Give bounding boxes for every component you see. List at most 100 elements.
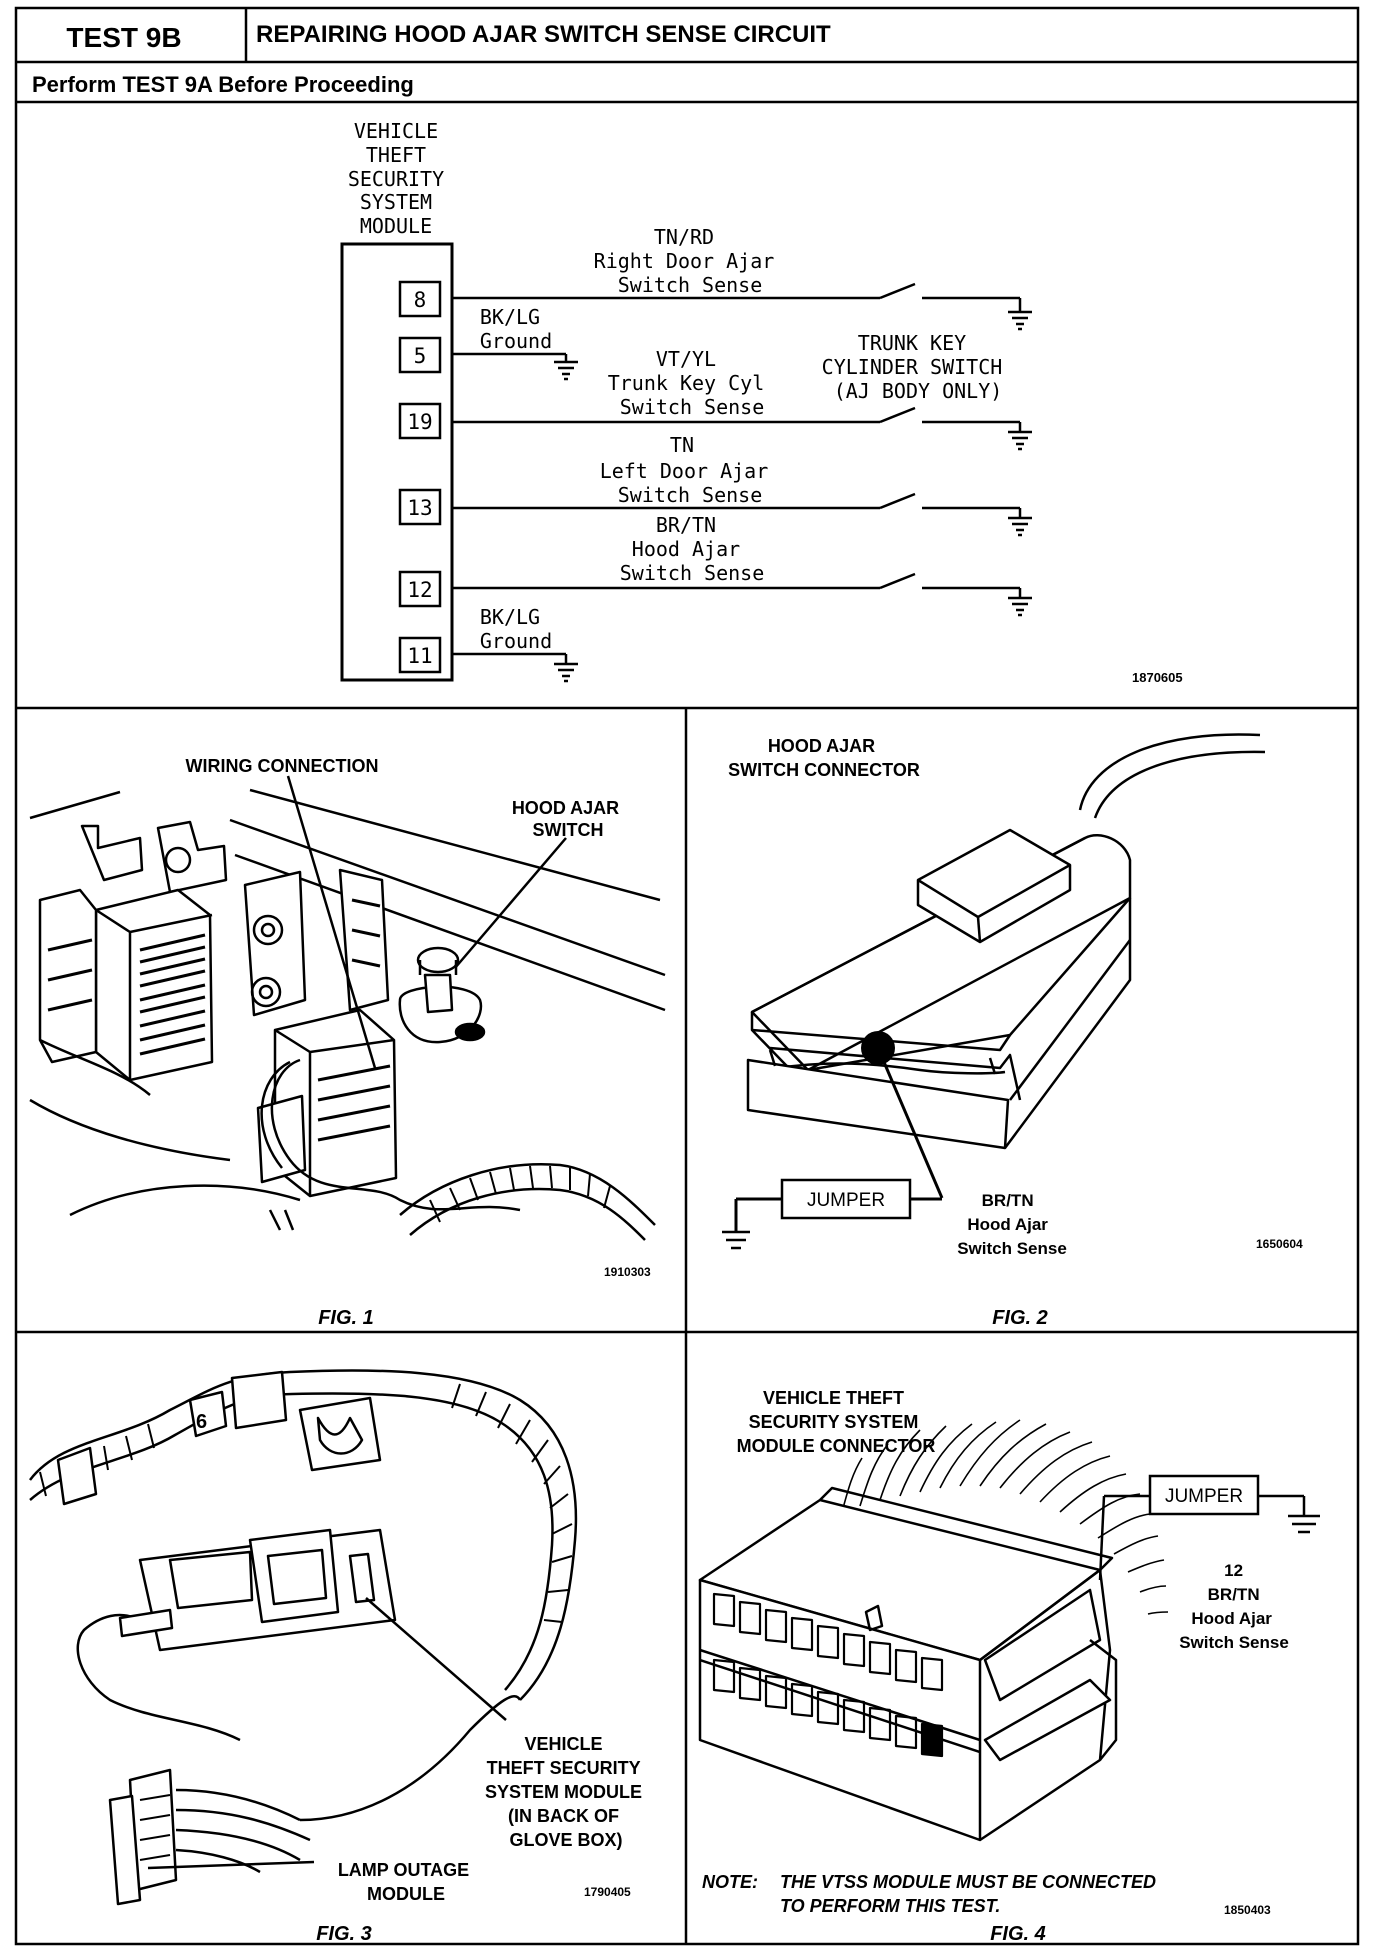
label-line: SWITCH: [533, 820, 604, 840]
fig3-ref: 1790405: [584, 1885, 631, 1899]
module-label-line: MODULE: [360, 214, 432, 238]
label-line: HOOD AJAR: [768, 736, 875, 756]
pin-number: 12: [407, 578, 432, 602]
right-door-label: TN/RD Right Door Ajar Switch Sense: [594, 225, 787, 297]
label-line: LAMP OUTAGE: [338, 1860, 469, 1880]
label-line: Switch Sense: [957, 1239, 1067, 1258]
module-connector-drawing: [698, 1419, 1169, 1842]
wire-label: 12 BR/TN Hood Ajar Switch Sense: [1179, 1561, 1289, 1652]
leader-line: [365, 1597, 507, 1721]
ground-top-label: BK/LG Ground: [480, 305, 552, 353]
lamp-outage-label: LAMP OUTAGE MODULE: [338, 1860, 474, 1904]
module-label-line: SECURITY: [348, 167, 444, 191]
label-line: (AJ BODY ONLY): [834, 379, 1003, 403]
label-line: TN/RD: [654, 225, 714, 249]
note-line: THE VTSS MODULE MUST BE CONNECTED: [780, 1872, 1156, 1892]
pin-8: 8: [398, 280, 442, 318]
label-line: VT/YL: [656, 347, 716, 371]
jumper-box: [780, 1178, 912, 1220]
fig4-ref: 1850403: [1224, 1903, 1271, 1917]
ground-bottom-label: BK/LG Ground: [480, 605, 552, 653]
note-line: TO PERFORM THIS TEST.: [780, 1896, 1000, 1916]
page-title: REPAIRING HOOD AJAR SWITCH SENSE CIRCUIT: [256, 21, 831, 48]
pin-number: 8: [414, 288, 427, 312]
label-line: Ground: [480, 629, 552, 653]
label-line: Trunk Key Cyl: [608, 371, 765, 395]
label-line: TRUNK KEY: [858, 331, 966, 355]
pin-13: 13: [398, 488, 442, 526]
fig2-caption: FIG. 2: [992, 1307, 1048, 1329]
glovebox-harness-drawing: 6: [29, 1369, 578, 1906]
fig2-illustration: HOOD AJAR SWITCH CONNECTOR: [722, 733, 1303, 1329]
module-box: [340, 242, 454, 682]
hood-ajar-switch-label: HOOD AJAR SWITCH: [512, 798, 624, 840]
label-line: MODULE: [367, 1884, 445, 1904]
leader-line: [286, 775, 377, 1069]
label-line: BK/LG: [480, 605, 540, 629]
label-line: 12: [1224, 1561, 1243, 1580]
trunk-switch-label: TRUNK KEY CYLINDER SWITCH (AJ BODY ONLY): [822, 331, 1015, 403]
label-line: Hood Ajar: [1191, 1609, 1272, 1628]
module-label-line: VEHICLE: [354, 119, 438, 143]
pin-5: 5: [398, 336, 442, 374]
left-door-label: TN Left Door Ajar Switch Sense: [600, 433, 781, 507]
page-frame: [14, 6, 1360, 1946]
label-line: BR/TN: [982, 1191, 1034, 1210]
label-line: THEFT SECURITY: [487, 1758, 641, 1778]
wire-label: BR/TN Hood Ajar Switch Sense: [957, 1191, 1067, 1258]
ground-symbol-icon: [554, 662, 578, 683]
trunk-label: VT/YL Trunk Key Cyl Switch Sense: [608, 347, 777, 419]
label-line: BK/LG: [480, 305, 540, 329]
fig3-caption: FIG. 3: [316, 1923, 372, 1945]
label-line: (IN BACK OF: [508, 1806, 619, 1826]
page-subtitle: Perform TEST 9A Before Proceeding: [32, 72, 414, 97]
ground-symbol-icon: [1008, 596, 1032, 617]
pin-number: 5: [414, 344, 427, 368]
label-line: Left Door Ajar: [600, 459, 769, 483]
jumper-wire: [876, 1047, 944, 1199]
jumper-box: [1148, 1474, 1260, 1516]
wiring-schematic: VEHICLE THEFT SECURITY SYSTEM MODULE 8 5…: [340, 119, 1183, 685]
fig4-caption: FIG. 4: [990, 1923, 1046, 1945]
label-line: Switch Sense: [618, 273, 763, 297]
ground-symbol-icon: [1008, 310, 1032, 331]
fig2-ref: 1650604: [1256, 1237, 1303, 1251]
ground-symbol-icon: [1288, 1514, 1320, 1534]
pin-12: 12: [398, 570, 442, 608]
fig1-caption: FIG. 1: [318, 1307, 374, 1329]
jumper-label: JUMPER: [807, 1190, 885, 1211]
fig1-ref: 1910303: [604, 1265, 651, 1279]
connector-title: VEHICLE THEFT SECURITY SYSTEM MODULE CON…: [737, 1388, 936, 1456]
wiring-connection-label: WIRING CONNECTION: [186, 756, 379, 776]
ground-symbol-icon: [722, 1230, 750, 1250]
pin-number: 13: [407, 496, 432, 520]
module-label: VEHICLE THEFT SECURITY SYSTEM MODULE: [348, 119, 456, 238]
label-line: BR/TN: [1208, 1585, 1260, 1604]
switch-connector-drawing: [746, 733, 1266, 1150]
ground-symbol-icon: [1008, 430, 1032, 451]
wires: [452, 282, 1022, 664]
pin-number: 19: [407, 410, 432, 434]
jumper-label: JUMPER: [1165, 1486, 1243, 1507]
jumper-wire: [1098, 1495, 1106, 1581]
connector-title: HOOD AJAR SWITCH CONNECTOR: [728, 736, 920, 780]
label-line: Switch Sense: [620, 561, 765, 585]
label-line: Hood Ajar: [967, 1215, 1048, 1234]
label-line: HOOD AJAR: [512, 798, 619, 818]
label-line: Right Door Ajar: [594, 249, 775, 273]
pin-11: 11: [398, 636, 442, 674]
fig3-illustration: 6: [29, 1369, 642, 1945]
label-line: SYSTEM MODULE: [485, 1782, 642, 1802]
label-line: SECURITY SYSTEM: [749, 1412, 919, 1432]
fig4-illustration: VEHICLE THEFT SECURITY SYSTEM MODULE CON…: [698, 1388, 1320, 1945]
leader-line: [454, 837, 567, 969]
note-text: THE VTSS MODULE MUST BE CONNECTED TO PER…: [780, 1872, 1161, 1916]
label-line: Hood Ajar: [632, 537, 740, 561]
label-line: TN: [670, 433, 694, 457]
label-line: MODULE CONNECTOR: [737, 1436, 936, 1456]
label-line: Switch Sense: [620, 395, 765, 419]
note-label: NOTE:: [702, 1872, 758, 1892]
module-label-line: SYSTEM: [360, 190, 432, 214]
